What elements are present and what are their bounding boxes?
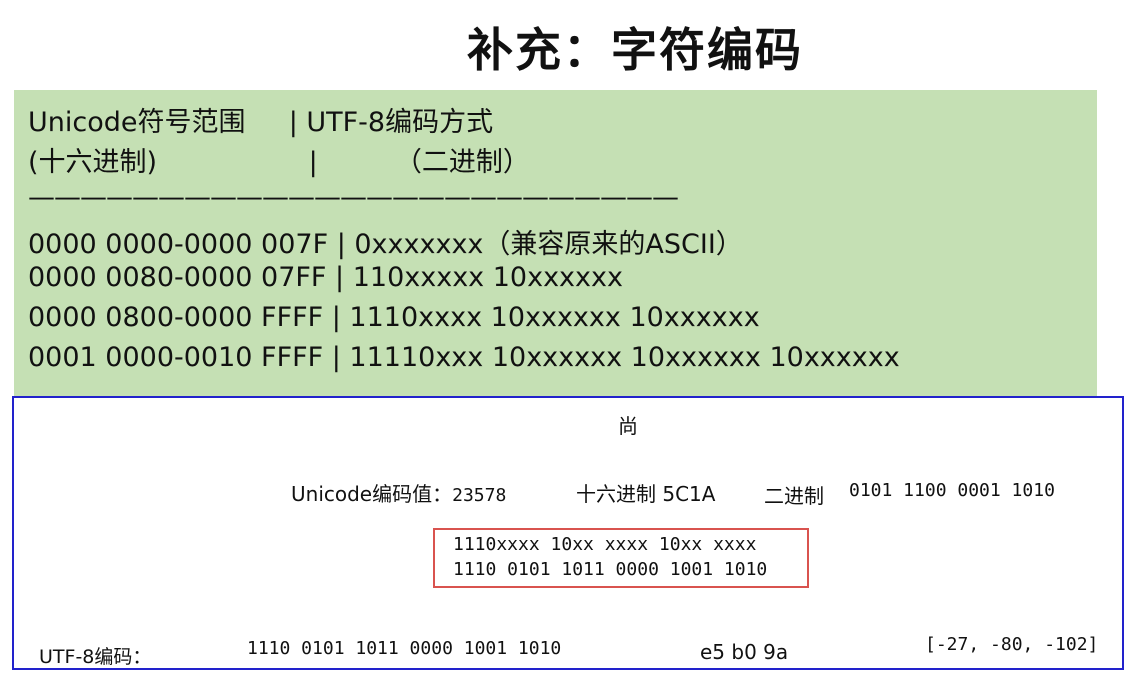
unicode-decimal-value: 23578: [452, 485, 507, 506]
utf8-range-table: Unicode符号范围 | UTF-8编码方式 (十六进制) | （二进制） —…: [14, 90, 1097, 396]
table-header-row-2: (十六进制) | （二进制）: [28, 140, 530, 179]
conversion-box: 1110xxxx 10xx xxxx 10xx xxxx 1110 0101 1…: [433, 528, 809, 588]
unicode-value-line: Unicode编码值：23578: [291, 478, 506, 507]
column-separator: |: [288, 107, 298, 138]
encoding-example-panel: 尚 Unicode编码值：23578 十六进制 5C1A 二进制 0101 11…: [12, 396, 1124, 670]
binary-value: 0101 1100 0001 1010: [849, 480, 1055, 501]
column-separator: |: [308, 147, 318, 178]
filled-bits: 1110 0101 1011 0000 1001 1010: [453, 559, 768, 580]
utf8-signed-bytes: [-27, -80, -102]: [925, 634, 1099, 655]
hex-note: (十六进制): [28, 147, 158, 178]
utf8-hex-bytes: e5 b0 9a: [700, 640, 789, 664]
utf8-bits: 1110 0101 1011 0000 1001 1010: [247, 638, 562, 659]
table-divider: —————————————————————————: [28, 182, 679, 213]
example-character: 尚: [618, 414, 638, 438]
unicode-label: Unicode编码值：: [291, 482, 453, 506]
unicode-range-header: Unicode符号范围: [28, 107, 246, 138]
table-row: 0000 0000-0000 007F | 0xxxxxxx（兼容原来的ASCI…: [28, 229, 743, 260]
page-title: 补充：字符编码: [467, 23, 803, 77]
binary-label: 二进制: [764, 484, 824, 508]
binary-note: （二进制）: [394, 147, 530, 178]
utf8-label: UTF-8编码：: [39, 646, 152, 668]
table-header-row-1: Unicode符号范围 | UTF-8编码方式: [28, 100, 493, 139]
table-row: 0001 0000-0010 FFFF | 11110xxx 10xxxxxx …: [28, 342, 900, 373]
table-row: 0000 0080-0000 07FF | 110xxxxx 10xxxxxx: [28, 262, 623, 293]
utf8-format-header: UTF-8编码方式: [306, 107, 494, 138]
template-bits: 1110xxxx 10xx xxxx 10xx xxxx: [453, 534, 757, 555]
table-row: 0000 0800-0000 FFFF | 1110xxxx 10xxxxxx …: [28, 302, 760, 333]
hex-value: 十六进制 5C1A: [576, 482, 716, 506]
